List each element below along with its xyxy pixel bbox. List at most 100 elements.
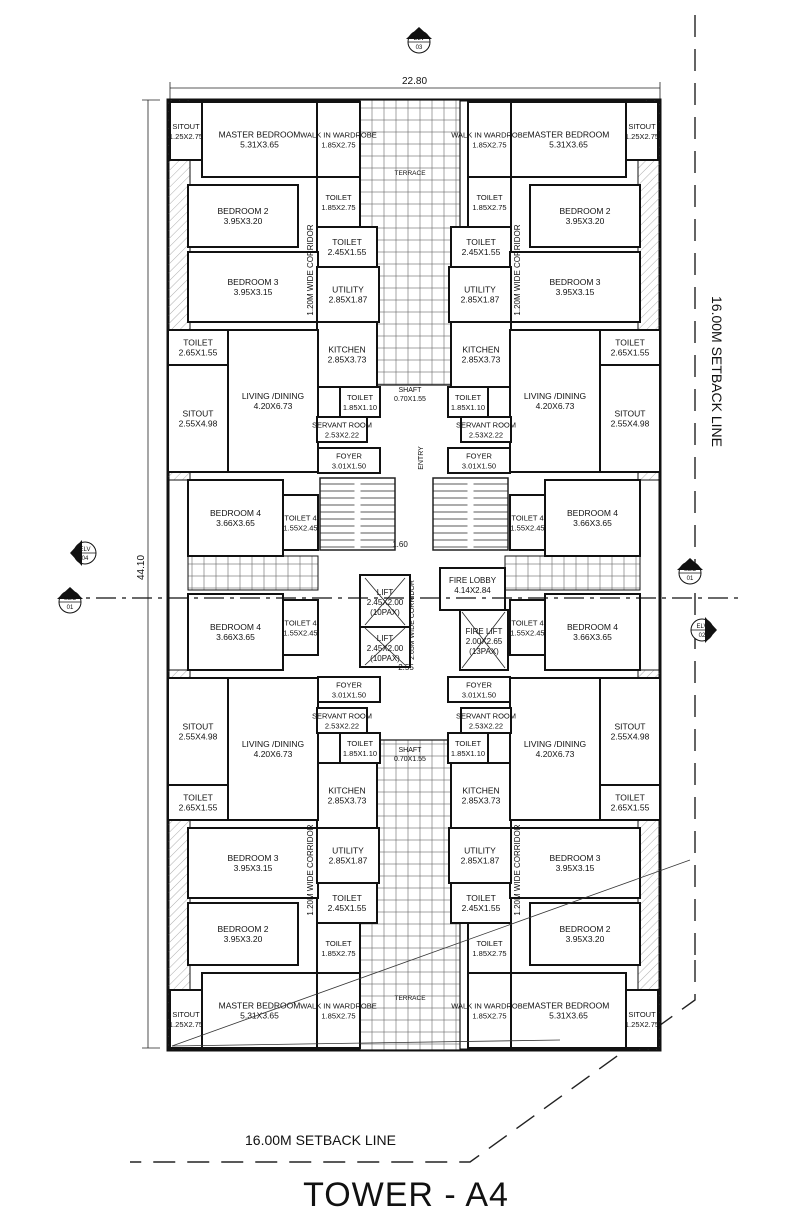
room-name: TOILET — [615, 793, 645, 803]
room-outline — [167, 329, 229, 366]
room-name: FOYER — [466, 452, 492, 461]
room-size: 2.45X1.55 — [328, 247, 367, 257]
room-name: SITOUT — [628, 122, 656, 131]
room-name: TOILET — [476, 193, 503, 202]
room-size: 2.53X2.22 — [469, 431, 503, 440]
room-outline — [467, 101, 512, 178]
room-outline — [167, 364, 229, 473]
room-outline — [316, 416, 368, 443]
room-outline — [447, 676, 511, 703]
room-name: SITOUT — [172, 1010, 200, 1019]
room-size: 4.20X6.73 — [254, 401, 293, 411]
room-name: BEDROOM 2 — [217, 206, 268, 216]
room-size: 2.65X1.55 — [611, 803, 650, 813]
room-size: 1.55X2.45 — [283, 524, 317, 533]
room-outline — [316, 882, 378, 924]
room-name: SERVANT ROOM — [312, 712, 372, 721]
room-name: MASTER BEDROOM — [528, 130, 610, 140]
room-name: WALK IN WARDROBE — [451, 1002, 528, 1011]
room-name: KITCHEN — [462, 345, 499, 355]
room-name: TOILET — [466, 893, 496, 903]
room-outline — [509, 251, 641, 323]
room-labels: SITOUT1.25X2.75SITOUT1.25X2.75SITOUT1.25… — [169, 122, 659, 1029]
room-outline — [187, 827, 319, 899]
room-name: FOYER — [336, 452, 362, 461]
room-name: TOILET — [455, 739, 482, 748]
room-name: TOILET 4 — [284, 619, 316, 628]
room-outline — [187, 902, 299, 966]
entry-label: ENTRY — [418, 446, 425, 470]
room-name: SITOUT — [172, 122, 200, 131]
room-size: 2.65X1.55 — [179, 803, 218, 813]
room-name: SITOUT — [628, 1010, 656, 1019]
room-outline — [316, 176, 361, 228]
room-size: 3.95X3.15 — [556, 863, 595, 873]
room-name: MASTER BEDROOM — [528, 1001, 610, 1011]
room-size: 3.95X3.20 — [224, 216, 263, 226]
room-name: TOILET 4 — [284, 514, 316, 523]
room-size: 5.31X3.65 — [549, 140, 588, 150]
room-name: BEDROOM 2 — [559, 924, 610, 934]
room-outline — [467, 922, 512, 974]
centre-corridor-label: 2.65M WIDE CORRIDOR — [409, 580, 416, 660]
room-size: 5.31X3.65 — [240, 1011, 279, 1021]
side-corridor-label: 1.20M WIDE CORRIDOR — [513, 224, 522, 315]
room-size: 2.45X1.55 — [328, 903, 367, 913]
room-size: 1.55X2.45 — [510, 524, 544, 533]
core-dimension: 1.60 — [392, 540, 408, 549]
room-size: 3.95X3.20 — [566, 216, 605, 226]
room-size: 2.65X1.55 — [611, 348, 650, 358]
room-name: TOILET 4 — [511, 619, 543, 628]
room-outline — [529, 902, 641, 966]
room-size: 3.01X1.50 — [462, 691, 496, 700]
room-name: BEDROOM 4 — [210, 622, 261, 632]
room-name: LIVING /DINING — [524, 391, 586, 401]
room-outline — [227, 329, 319, 473]
room-outline — [316, 972, 361, 1049]
dimension-lines — [142, 82, 661, 1049]
room-name: BEDROOM 4 — [210, 508, 261, 518]
room-outline — [187, 479, 284, 557]
room-name: MASTER BEDROOM — [219, 1001, 301, 1011]
corridor-band-right — [504, 555, 641, 591]
room-outline — [599, 677, 661, 786]
room-size: 4.20X6.73 — [536, 749, 575, 759]
room-outline — [317, 676, 381, 703]
room-size: 2.85X3.73 — [462, 355, 501, 365]
room-outline — [339, 386, 381, 418]
room-outline — [316, 226, 378, 268]
room-size: 1.25X2.75 — [625, 132, 659, 141]
room-size: 3.66X3.65 — [216, 518, 255, 528]
room-name: KITCHEN — [328, 786, 365, 796]
firelobby-label: 4.14X2.84 — [454, 586, 491, 595]
room-name: LIVING /DINING — [524, 739, 586, 749]
room-name: SERVANT ROOM — [456, 421, 516, 430]
room-walls — [167, 101, 661, 1049]
room-size: 2.45X1.55 — [462, 247, 501, 257]
corridor-band-left — [187, 555, 319, 591]
room-size: 3.95X3.15 — [234, 863, 273, 873]
svg-text:04: 04 — [82, 556, 89, 562]
room-size: 2.85X1.87 — [329, 295, 368, 305]
room-name: TOILET — [347, 739, 374, 748]
setback-lines — [130, 15, 696, 1163]
room-size: 1.85X2.75 — [321, 203, 355, 212]
room-name: BEDROOM 2 — [217, 924, 268, 934]
terrace-label: TERRACE — [394, 995, 426, 1002]
core-outline — [439, 567, 506, 611]
room-name: SERVANT ROOM — [456, 712, 516, 721]
firelobby-label: FIRE LOBBY — [449, 576, 497, 585]
room-size: 3.95X3.15 — [234, 287, 273, 297]
room-outline — [316, 827, 380, 884]
setback-label-right: 16.00M SETBACK LINE — [709, 296, 725, 447]
room-name: TOILET — [183, 338, 213, 348]
room-outline — [509, 599, 546, 656]
room-name: TOILET — [183, 793, 213, 803]
room-name: WALK IN WARDROBE — [300, 131, 377, 140]
room-size: 5.31X3.65 — [549, 1011, 588, 1021]
room-size: 2.55X4.98 — [179, 732, 218, 742]
firelift-label: (13PAX) — [469, 647, 499, 656]
lift-cross-marks — [364, 577, 506, 669]
